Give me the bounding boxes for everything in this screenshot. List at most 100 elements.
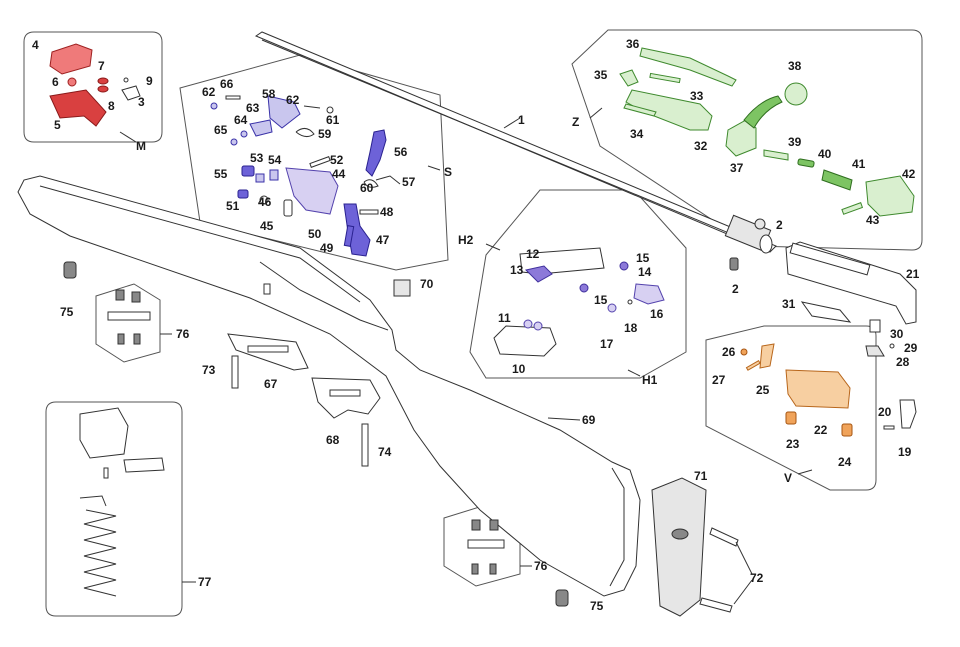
label-part-28: 28 <box>896 355 910 369</box>
label-part-31: 31 <box>782 297 796 311</box>
label-part-70: 70 <box>420 277 434 291</box>
label-part-72: 72 <box>750 571 764 585</box>
label-part-26: 26 <box>722 345 736 359</box>
label-part-3: 3 <box>138 95 145 109</box>
recoil-pad-parts <box>651 477 739 617</box>
label-part-8: 8 <box>108 99 115 113</box>
label-part-44: 44 <box>332 167 346 181</box>
label-part-21: 21 <box>906 267 920 281</box>
swivel-parts <box>63 261 569 607</box>
label-part-39: 39 <box>788 135 802 149</box>
label-part-75b: 75 <box>590 599 604 613</box>
label-part-48: 48 <box>380 205 394 219</box>
label-part-75a: 75 <box>60 305 74 319</box>
label-part-2b: 2 <box>732 282 739 296</box>
group-M-parts <box>49 43 141 127</box>
label-part-29: 29 <box>904 341 918 355</box>
label-part-16: 16 <box>650 307 664 321</box>
group-frame-77 <box>45 401 183 617</box>
label-part-1: 1 <box>518 113 525 127</box>
group-label-Z: Z <box>572 115 579 129</box>
label-part-4: 4 <box>32 38 39 52</box>
label-part-62b: 62 <box>286 93 300 107</box>
group-labels: M S Z H2 H1 V <box>136 115 792 485</box>
group-label-M: M <box>136 139 146 153</box>
group-V-parts <box>740 343 917 437</box>
label-part-27: 27 <box>712 373 726 387</box>
label-part-22: 22 <box>814 423 828 437</box>
label-part-61: 61 <box>326 113 340 127</box>
trigger-guard-parts <box>227 279 411 467</box>
label-part-25: 25 <box>756 383 770 397</box>
label-part-7: 7 <box>98 59 105 73</box>
label-part-10: 10 <box>512 362 526 376</box>
part-2a-shape <box>754 218 766 230</box>
label-part-49: 49 <box>320 241 334 255</box>
label-part-41: 41 <box>852 157 866 171</box>
label-part-71: 71 <box>694 469 708 483</box>
group-frame-M <box>23 31 163 143</box>
label-part-42: 42 <box>902 167 916 181</box>
magazine-parts <box>79 407 165 597</box>
label-part-74: 74 <box>378 445 392 459</box>
label-part-32: 32 <box>694 139 708 153</box>
label-part-30: 30 <box>890 327 904 341</box>
label-part-43: 43 <box>866 213 880 227</box>
group-label-H1: H1 <box>642 373 658 387</box>
part-number-labels: 1 2 2 3 4 5 6 7 8 9 10 11 12 13 14 15 15… <box>32 37 920 613</box>
group-S-parts <box>210 95 401 257</box>
label-part-34: 34 <box>630 127 644 141</box>
stock <box>17 175 641 597</box>
label-part-60: 60 <box>360 181 374 195</box>
label-part-65: 65 <box>214 123 228 137</box>
group-H-parts <box>493 247 665 357</box>
label-part-76b: 76 <box>534 559 548 573</box>
receiver-parts <box>785 241 917 357</box>
label-part-37: 37 <box>730 161 744 175</box>
label-part-40: 40 <box>818 147 832 161</box>
group-Z-parts <box>619 47 915 217</box>
label-part-5: 5 <box>54 118 61 132</box>
label-part-35: 35 <box>594 68 608 82</box>
label-part-52: 52 <box>330 153 344 167</box>
label-part-12: 12 <box>526 247 540 261</box>
label-part-73: 73 <box>202 363 216 377</box>
leader-lines <box>119 107 813 605</box>
part-2b-shape <box>729 257 739 271</box>
label-part-55: 55 <box>214 167 228 181</box>
label-part-57: 57 <box>402 175 416 189</box>
label-part-63: 63 <box>246 101 260 115</box>
label-part-56: 56 <box>394 145 408 159</box>
label-part-19: 19 <box>898 445 912 459</box>
label-part-51: 51 <box>226 199 240 213</box>
label-part-68: 68 <box>326 433 340 447</box>
label-part-9: 9 <box>146 74 153 88</box>
label-part-59: 59 <box>318 127 332 141</box>
label-part-15a: 15 <box>636 251 650 265</box>
label-part-6: 6 <box>52 75 59 89</box>
label-part-46: 46 <box>258 195 272 209</box>
label-part-33: 33 <box>690 89 704 103</box>
group-label-S: S <box>444 165 452 179</box>
label-part-69: 69 <box>582 413 596 427</box>
label-part-76a: 76 <box>176 327 190 341</box>
label-part-77: 77 <box>198 575 212 589</box>
label-part-38: 38 <box>788 59 802 73</box>
label-part-36: 36 <box>626 37 640 51</box>
label-part-45: 45 <box>260 219 274 233</box>
label-part-13: 13 <box>510 263 524 277</box>
group-label-V: V <box>784 471 792 485</box>
group-label-H2: H2 <box>458 233 474 247</box>
label-part-14: 14 <box>638 265 652 279</box>
label-part-11: 11 <box>498 311 511 325</box>
label-part-20: 20 <box>878 405 892 419</box>
barrel <box>254 31 777 254</box>
label-part-17: 17 <box>600 337 614 351</box>
label-part-15b: 15 <box>594 293 608 307</box>
label-part-2a: 2 <box>776 218 783 232</box>
label-part-54: 54 <box>268 153 282 167</box>
label-part-47: 47 <box>376 233 390 247</box>
label-part-18: 18 <box>624 321 638 335</box>
